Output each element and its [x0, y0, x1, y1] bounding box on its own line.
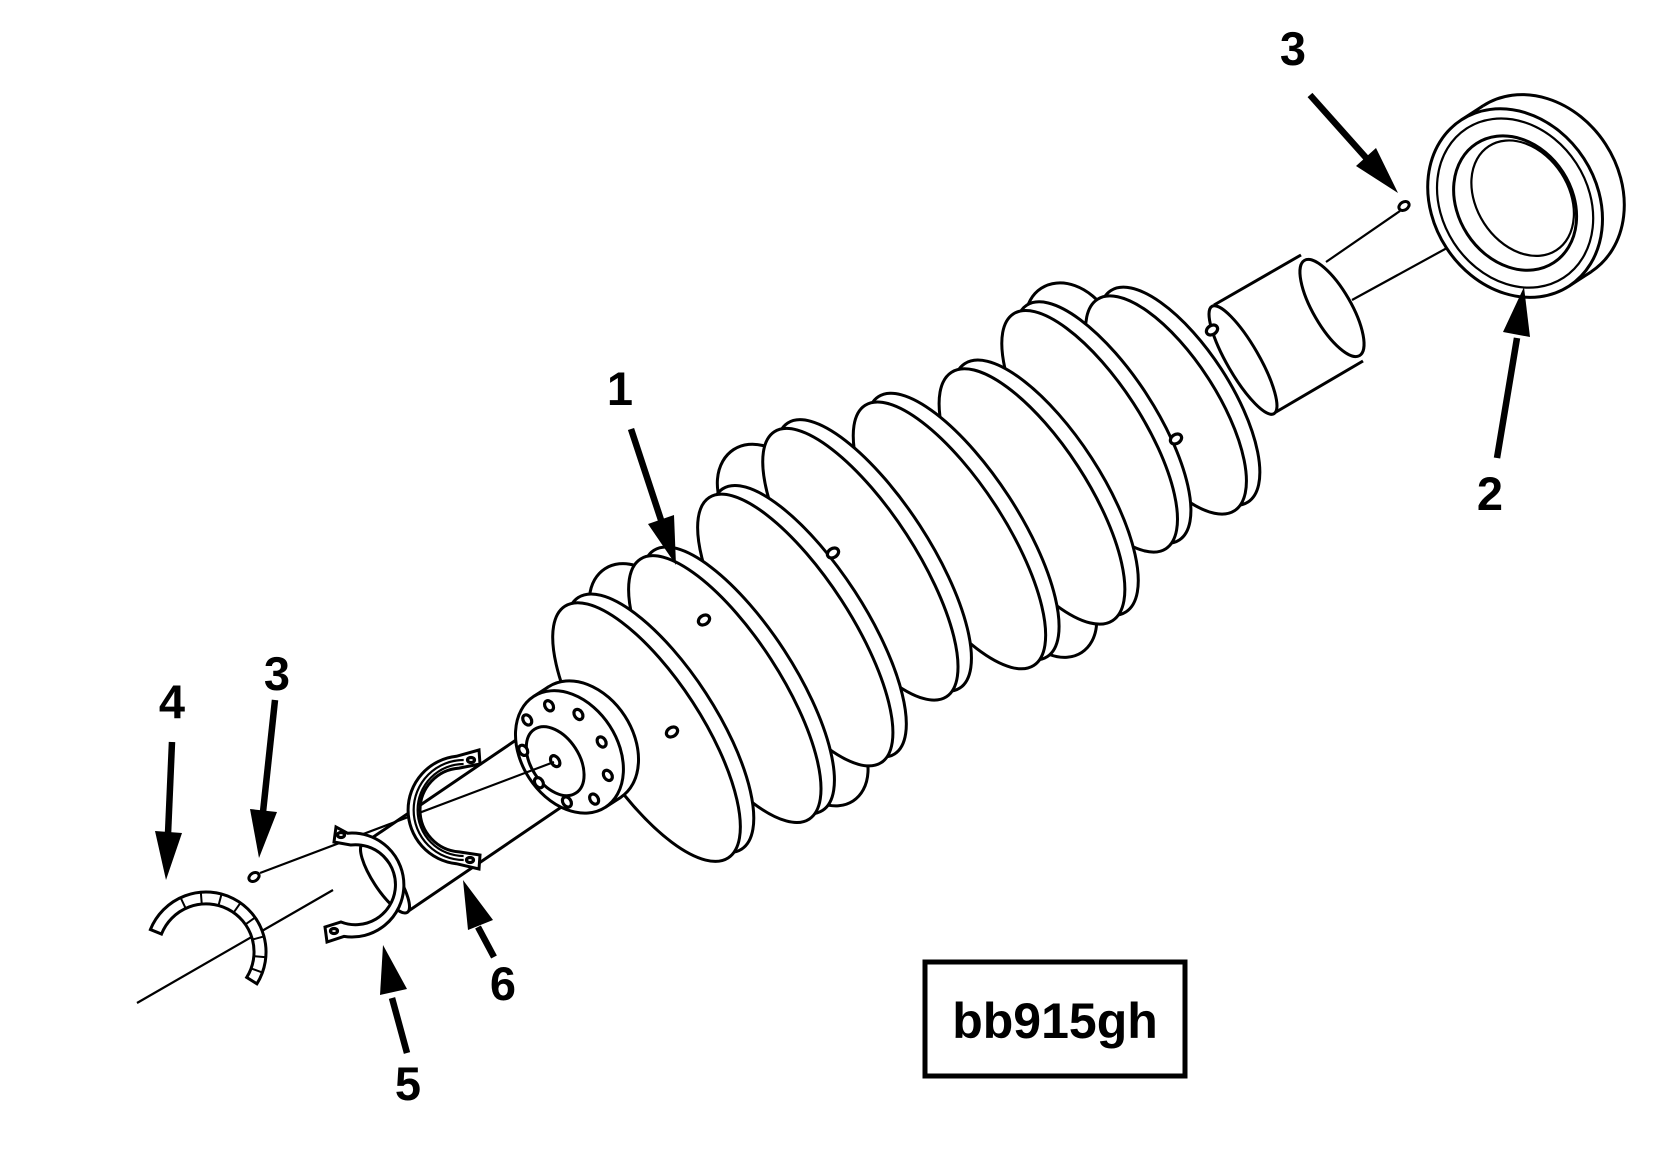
rear-journal-top-edge — [1213, 253, 1302, 307]
flange-bolt-hole — [517, 743, 530, 758]
rear-journal-body — [1214, 255, 1363, 412]
callout-4-label: 4 — [159, 675, 185, 728]
flange-bolt-hole — [572, 707, 585, 722]
callout-1-arrow — [627, 427, 676, 565]
bearing-tab-notch — [328, 926, 340, 936]
wear-ring-bore — [1452, 134, 1579, 272]
crankshaft-rear-journal — [1207, 253, 1366, 416]
thrust-washer — [148, 890, 268, 986]
crankshaft — [359, 253, 1366, 915]
rear-journal-rim — [1207, 304, 1279, 416]
bearing-shell-lower — [323, 824, 406, 944]
counterweight-web-1 — [551, 592, 756, 863]
figure-code-box: bb915gh — [922, 959, 1188, 1079]
rear-journal-end-face — [1298, 257, 1366, 359]
dowel-pin-front — [247, 871, 261, 883]
callout-3-rear-arrow — [1307, 92, 1398, 193]
callout-arrows — [155, 92, 1530, 1054]
flange-bolt-hole — [542, 699, 556, 713]
wear-ring-bore-depth — [1470, 139, 1576, 257]
flange-bolt-hole — [521, 713, 534, 727]
wear-ring-chamfer — [1435, 117, 1595, 289]
callout-3-front-label: 3 — [264, 647, 290, 700]
wear-ring — [1426, 93, 1626, 299]
callout-6-arrow — [463, 880, 497, 959]
counterweight-web-8 — [1084, 285, 1262, 516]
figure-code-text: bb915gh — [952, 993, 1158, 1049]
callout-2-label: 2 — [1477, 467, 1503, 520]
flange-bolt-hole — [588, 792, 601, 806]
bearing-shell-groove — [416, 762, 464, 858]
bearing-tab-notch — [335, 830, 347, 840]
web-oil-hole — [1168, 432, 1184, 446]
leader-line-axis — [136, 889, 334, 1004]
bearing-tab-notch — [464, 855, 476, 865]
flange-bolt-hole — [560, 795, 574, 809]
leader-line-rear-pin — [1325, 210, 1401, 263]
callout-labels: 1 2 3 3 4 5 6 — [159, 22, 1503, 1110]
rear-journal-bottom-edge — [1275, 359, 1364, 414]
callout-3-front-arrow — [250, 699, 279, 858]
callout-5-arrow — [380, 945, 411, 1054]
callout-1-label: 1 — [607, 362, 633, 415]
figure-code-border — [922, 959, 1188, 1079]
leader-line-front-pin — [259, 760, 555, 875]
web-oil-hole — [1204, 323, 1220, 337]
bearing-shell-groove — [412, 758, 464, 862]
flange-bolt-hole — [595, 735, 608, 749]
bearing-tab-notch — [465, 755, 477, 765]
callout-6-label: 6 — [490, 957, 516, 1010]
web-oil-hole — [825, 546, 841, 560]
callout-2-arrow — [1493, 287, 1530, 459]
web-oil-hole — [696, 613, 712, 627]
nose-journal-bottom-edge — [406, 789, 586, 914]
bearing-shell-upper-body — [406, 748, 482, 871]
web-oil-hole — [664, 725, 680, 739]
flange-bolt-hole — [532, 776, 546, 790]
thrust-washer-body — [148, 890, 268, 986]
callout-4-arrow — [155, 741, 182, 880]
crankshaft-front-flange — [513, 679, 641, 815]
callout-3-rear-label: 3 — [1280, 22, 1306, 75]
bearing-shell-lower-body — [323, 824, 406, 944]
counterweight-web-3 — [696, 483, 908, 768]
flange-bolt-hole — [601, 768, 614, 783]
thrust-washer-hatching — [180, 893, 265, 974]
dowel-pin-rear — [1397, 200, 1411, 212]
bearing-shell-upper — [406, 748, 482, 871]
callout-5-label: 5 — [395, 1057, 421, 1110]
